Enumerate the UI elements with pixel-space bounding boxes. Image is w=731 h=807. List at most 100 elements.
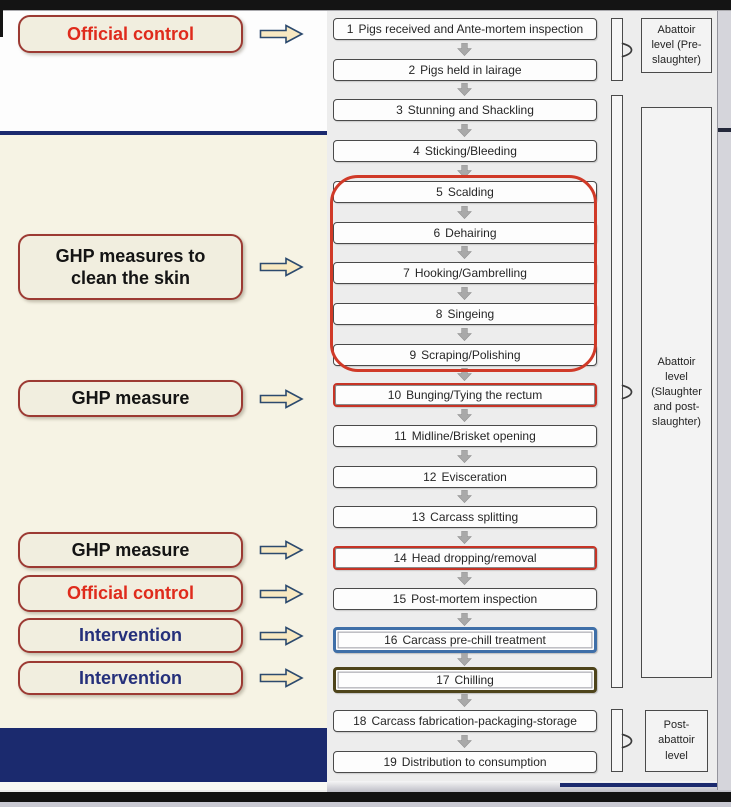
flow-connector-arrow — [457, 82, 472, 97]
flow-connector-arrow — [457, 530, 472, 545]
step-label: Pigs held in lairage — [420, 63, 522, 77]
right-arrow-icon — [259, 24, 304, 44]
step-label: Sticking/Bleeding — [424, 144, 517, 158]
control-label-4: GHP measure — [18, 532, 243, 568]
step-label: Pigs received and Ante-mortem inspection — [358, 22, 584, 36]
flow-connector-arrow — [457, 367, 472, 382]
down-arrow-icon — [457, 693, 472, 708]
step-label: Stunning and Shackling — [407, 103, 534, 117]
outer-right-strip — [717, 11, 731, 790]
step-number: 8 — [435, 307, 443, 321]
bottom-window-bar — [0, 792, 731, 802]
down-arrow-icon — [457, 571, 472, 586]
right-arrow-icon — [259, 540, 304, 560]
step-label: Bunging/Tying the rectum — [406, 388, 543, 402]
points-to-step-arrow — [259, 388, 304, 409]
points-to-step-arrow — [259, 257, 304, 277]
down-arrow-icon — [457, 449, 472, 464]
process-step-17: 17 Chilling — [333, 667, 597, 693]
flow-connector-arrow — [457, 612, 472, 627]
level-bracket-3 — [611, 709, 623, 772]
step-number: 18 — [353, 714, 367, 728]
flow-connector-arrow — [457, 734, 472, 749]
slide-frame-bottom-line — [560, 783, 727, 787]
process-step-6: 6 Dehairing — [333, 222, 597, 244]
panel-bottom-edge — [327, 781, 731, 792]
points-to-step-arrow — [259, 583, 304, 604]
level-label-2: Abattoir level (Slaughter and post- slau… — [641, 107, 712, 678]
step-number: 17 — [436, 673, 450, 687]
level-label-3: Post- abattoir level — [645, 710, 708, 772]
step-number: 2 — [408, 63, 416, 77]
step-label: Scraping/Polishing — [421, 348, 521, 362]
down-arrow-icon — [457, 164, 472, 179]
control-label-2: GHP measures to clean the skin — [18, 234, 243, 300]
right-arrow-icon — [259, 625, 304, 646]
down-arrow-icon — [457, 734, 472, 749]
control-label-3: GHP measure — [18, 380, 243, 417]
down-arrow-icon — [457, 82, 472, 97]
step-number: 19 — [383, 755, 397, 769]
step-number: 4 — [413, 144, 420, 158]
control-label-1: Official control — [18, 15, 243, 53]
process-step-3: 3 Stunning and Shackling — [333, 99, 597, 121]
bracket-curl-icon — [621, 733, 633, 748]
step-number: 15 — [392, 592, 407, 606]
down-arrow-icon — [457, 489, 472, 504]
step-label: Evisceration — [441, 470, 507, 484]
step-number: 9 — [409, 348, 417, 362]
down-arrow-icon — [457, 286, 472, 301]
down-arrow-icon — [457, 123, 472, 138]
flow-connector-arrow — [457, 123, 472, 138]
step-number: 7 — [403, 266, 410, 280]
right-arrow-icon — [259, 257, 304, 277]
process-step-8: 8 Singeing — [333, 303, 597, 325]
flow-connector-arrow — [457, 245, 472, 260]
bracket-curl-icon — [621, 42, 633, 57]
control-label-6: Intervention — [18, 618, 243, 653]
flow-connector-arrow — [457, 327, 472, 342]
flow-connector-arrow — [457, 571, 472, 586]
level-label-1: Abattoir level (Pre- slaughter) — [641, 18, 712, 73]
window-edge-notch — [0, 10, 3, 37]
points-to-step-arrow — [259, 625, 304, 646]
step-number: 14 — [393, 551, 407, 565]
step-label: Dehairing — [445, 226, 497, 240]
step-number: 11 — [394, 429, 407, 443]
step-label: Singeing — [447, 307, 495, 321]
slide-footer-gap — [0, 782, 327, 790]
down-arrow-icon — [457, 245, 472, 260]
flow-connector-arrow — [457, 652, 472, 667]
process-step-4: 4 Sticking/Bleeding — [333, 140, 597, 162]
step-label: Carcass pre-chill treatment — [402, 633, 546, 647]
down-arrow-icon — [457, 530, 472, 545]
flow-connector-arrow — [457, 286, 472, 301]
step-label: Distribution to consumption — [401, 755, 547, 769]
down-arrow-icon — [457, 652, 472, 667]
down-arrow-icon — [457, 42, 472, 57]
step-number: 1 — [346, 22, 354, 36]
right-arrow-icon — [259, 583, 304, 604]
control-label-5: Official control — [18, 575, 243, 612]
outer-bottom-strip — [0, 802, 731, 807]
step-label: Chilling — [454, 673, 494, 687]
step-number: 6 — [433, 226, 441, 240]
step-label: Post-mortem inspection — [411, 592, 538, 606]
down-arrow-icon — [457, 327, 472, 342]
process-step-19: 19 Distribution to consumption — [333, 751, 597, 773]
right-arrow-icon — [259, 388, 304, 409]
bracket-curl-icon — [621, 384, 633, 399]
down-arrow-icon — [457, 612, 472, 627]
step-number: 13 — [411, 510, 426, 524]
step-label: Head dropping/removal — [411, 551, 537, 565]
slide-divider-line — [0, 131, 327, 135]
step-number: 3 — [396, 103, 403, 117]
flow-connector-arrow — [457, 408, 472, 423]
